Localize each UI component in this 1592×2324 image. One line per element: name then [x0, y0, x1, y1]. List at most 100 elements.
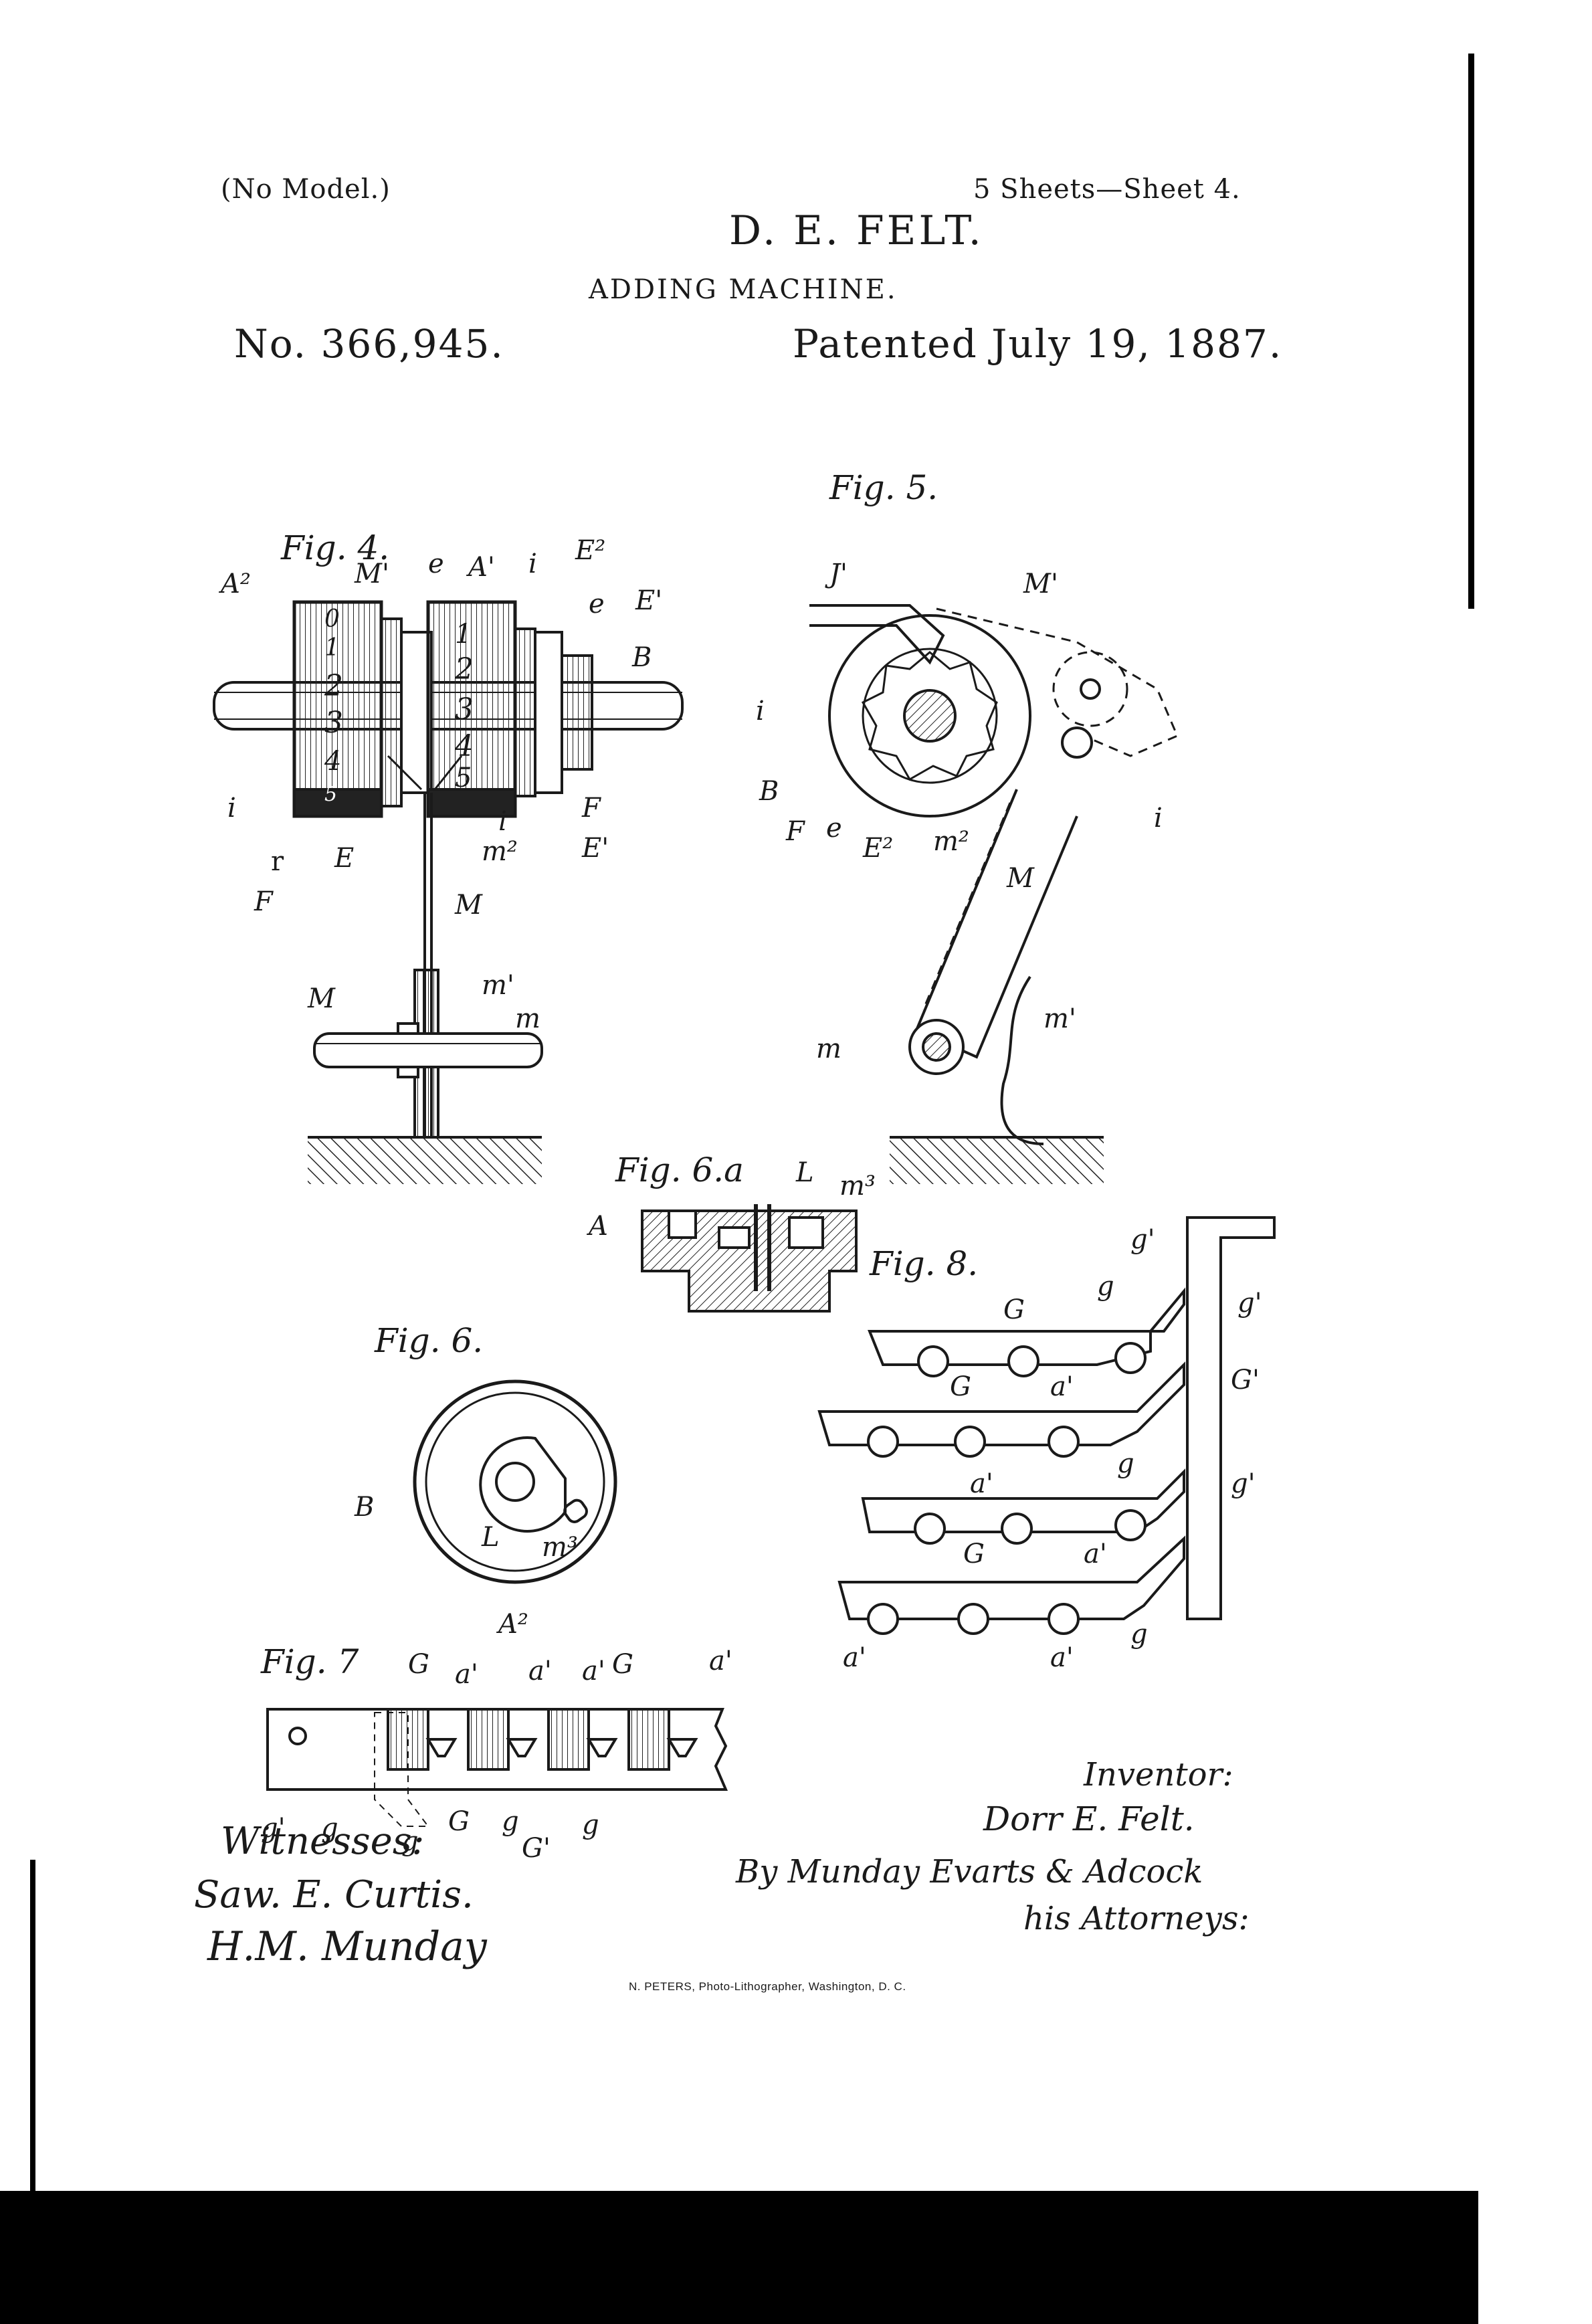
- scan-bottom-bar: [0, 2191, 1478, 2324]
- fig7-label: g': [261, 1813, 286, 1844]
- fig8-label: a': [1084, 1539, 1107, 1569]
- fig4-label: i: [528, 549, 537, 579]
- model-note: (No Model.): [221, 174, 391, 205]
- fig4-label: e: [428, 549, 444, 579]
- fig7-label: g: [502, 1806, 519, 1837]
- fig5-label: i: [1154, 803, 1163, 834]
- fig-7-caption: Fig. 7: [261, 1642, 359, 1681]
- fig4-digit: 4: [324, 746, 342, 777]
- attorneys-role: his Attorneys:: [1023, 1900, 1250, 1937]
- inventor-name: D. E. FELT.: [729, 207, 984, 254]
- printer-credit: N. PETERS, Photo-Lithographer, Washingto…: [629, 1980, 906, 1993]
- fig5-label: F: [786, 816, 805, 847]
- fig4-label: E': [635, 585, 663, 616]
- scan-edge-left: [30, 1860, 35, 2208]
- fig7-label: g: [582, 1810, 599, 1840]
- fig4-label: F: [582, 793, 601, 824]
- scan-edge-right: [1468, 54, 1474, 609]
- fig5-label: m: [816, 1034, 841, 1064]
- witness-1-signature: Saw. E. Curtis.: [194, 1873, 474, 1917]
- witness-2-signature: H.M. Munday: [207, 1923, 487, 1970]
- fig4-label: M: [455, 890, 482, 921]
- fig5-label: m': [1043, 1003, 1076, 1034]
- fig7-label: G: [612, 1649, 633, 1680]
- fig4-label: A²: [221, 569, 251, 599]
- fig-8-caption: Fig. 8.: [870, 1244, 979, 1283]
- fig6-label: m³: [542, 1532, 578, 1563]
- fig8-label: g: [1130, 1619, 1148, 1650]
- fig6-label: A²: [498, 1609, 528, 1640]
- fig-8-drawing: [817, 1216, 1276, 1635]
- fig5-label: B: [759, 776, 779, 807]
- fig4-digit: 1: [324, 634, 340, 662]
- fig4-label: B: [632, 642, 652, 673]
- fig-6a-caption: Fig. 6.a: [615, 1151, 744, 1189]
- fig4-label: i: [227, 793, 236, 824]
- fig4-digit: 1: [455, 619, 472, 650]
- fig8-label: G': [1231, 1365, 1260, 1395]
- fig6a-label: L: [796, 1157, 814, 1188]
- fig8-label: G: [950, 1371, 971, 1402]
- fig8-label: g: [1097, 1271, 1114, 1302]
- fig8-label: a': [970, 1468, 993, 1499]
- fig-5-caption: Fig. 5.: [829, 468, 938, 507]
- fig8-label: a': [843, 1642, 866, 1673]
- fig8-label: g': [1130, 1224, 1155, 1255]
- fig4-label: m': [482, 970, 514, 1001]
- fig6a-label: m³: [839, 1171, 876, 1201]
- fig4-label: i: [498, 806, 507, 837]
- fig-5-drawing: [809, 604, 1179, 1184]
- patent-number: No. 366,945.: [234, 321, 504, 367]
- fig4-digit: 2: [455, 652, 474, 686]
- fig8-label: g': [1237, 1288, 1262, 1319]
- fig7-label: a': [455, 1659, 478, 1690]
- patent-date: Patented July 19, 1887.: [793, 321, 1283, 367]
- fig4-label: e: [589, 589, 605, 619]
- fig4-digit: 3: [324, 706, 343, 740]
- fig5-label: M: [1007, 863, 1034, 894]
- fig4-label: M: [308, 983, 335, 1014]
- fig7-label: a': [582, 1656, 605, 1686]
- fig8-label: g': [1231, 1468, 1256, 1499]
- fig4-digit: 3: [455, 692, 474, 727]
- patent-title: ADDING MACHINE.: [589, 274, 898, 305]
- fig4-label: E: [334, 843, 355, 874]
- fig6-label: L: [482, 1522, 500, 1553]
- fig4-label: m²: [482, 836, 518, 867]
- fig8-label: G: [963, 1539, 985, 1569]
- fig7-label: a': [528, 1656, 552, 1686]
- fig7-label: g: [321, 1813, 338, 1844]
- fig4-label: E²: [575, 535, 606, 566]
- fig-6-drawing: [413, 1379, 617, 1584]
- fig8-label: G: [1003, 1294, 1025, 1325]
- inventor-signature: Dorr E. Felt.: [983, 1800, 1195, 1838]
- sheet-note: 5 Sheets—Sheet 4.: [973, 174, 1241, 205]
- fig4-label: r: [271, 846, 284, 877]
- fig7-label: a': [709, 1646, 732, 1676]
- fig-6a-drawing: [641, 1204, 858, 1313]
- fig4-digit: 0: [324, 605, 340, 633]
- fig4-digit: 2: [324, 669, 343, 703]
- fig7-label: G: [408, 1649, 429, 1680]
- fig4-digit: 4: [455, 729, 474, 763]
- fig5-label: M': [1023, 569, 1058, 599]
- fig4-digit: 5: [324, 783, 338, 806]
- fig5-label: J': [829, 559, 848, 589]
- fig4-label: M': [355, 559, 389, 589]
- fig5-label: i: [756, 696, 765, 727]
- fig-6-caption: Fig. 6.: [375, 1321, 484, 1360]
- fig7-label: G: [448, 1806, 470, 1837]
- fig5-label: E²: [863, 833, 894, 864]
- fig4-label: m: [515, 1003, 540, 1034]
- fig5-label: e: [826, 813, 842, 844]
- fig5-label: m²: [933, 826, 969, 857]
- fig4-label: E': [582, 833, 609, 864]
- witnesses-label: Witnesses:: [221, 1820, 425, 1863]
- fig8-label: a': [1050, 1371, 1074, 1402]
- fig-4-caption: Fig. 4.: [281, 528, 390, 567]
- attorneys-signature: By Munday Evarts & Adcock: [736, 1853, 1203, 1891]
- fig-4-drawing: [213, 600, 684, 1184]
- fig4-label: A': [468, 552, 495, 583]
